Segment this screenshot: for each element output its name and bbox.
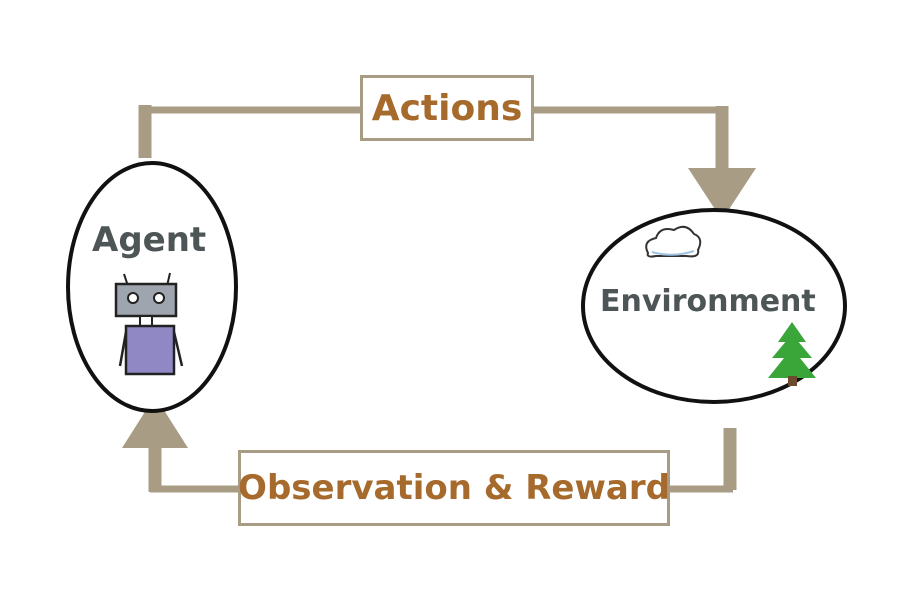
actions-arrowhead (688, 168, 756, 220)
robot-icon (114, 272, 184, 376)
tree-icon (768, 322, 816, 386)
observation-reward-label: Observation & Reward (238, 450, 670, 526)
actions-label: Actions (360, 75, 534, 141)
cloud-icon (645, 225, 702, 258)
environment-label: Environment (600, 284, 816, 319)
agent-label: Agent (92, 220, 207, 260)
observation-arrowhead (122, 396, 188, 448)
